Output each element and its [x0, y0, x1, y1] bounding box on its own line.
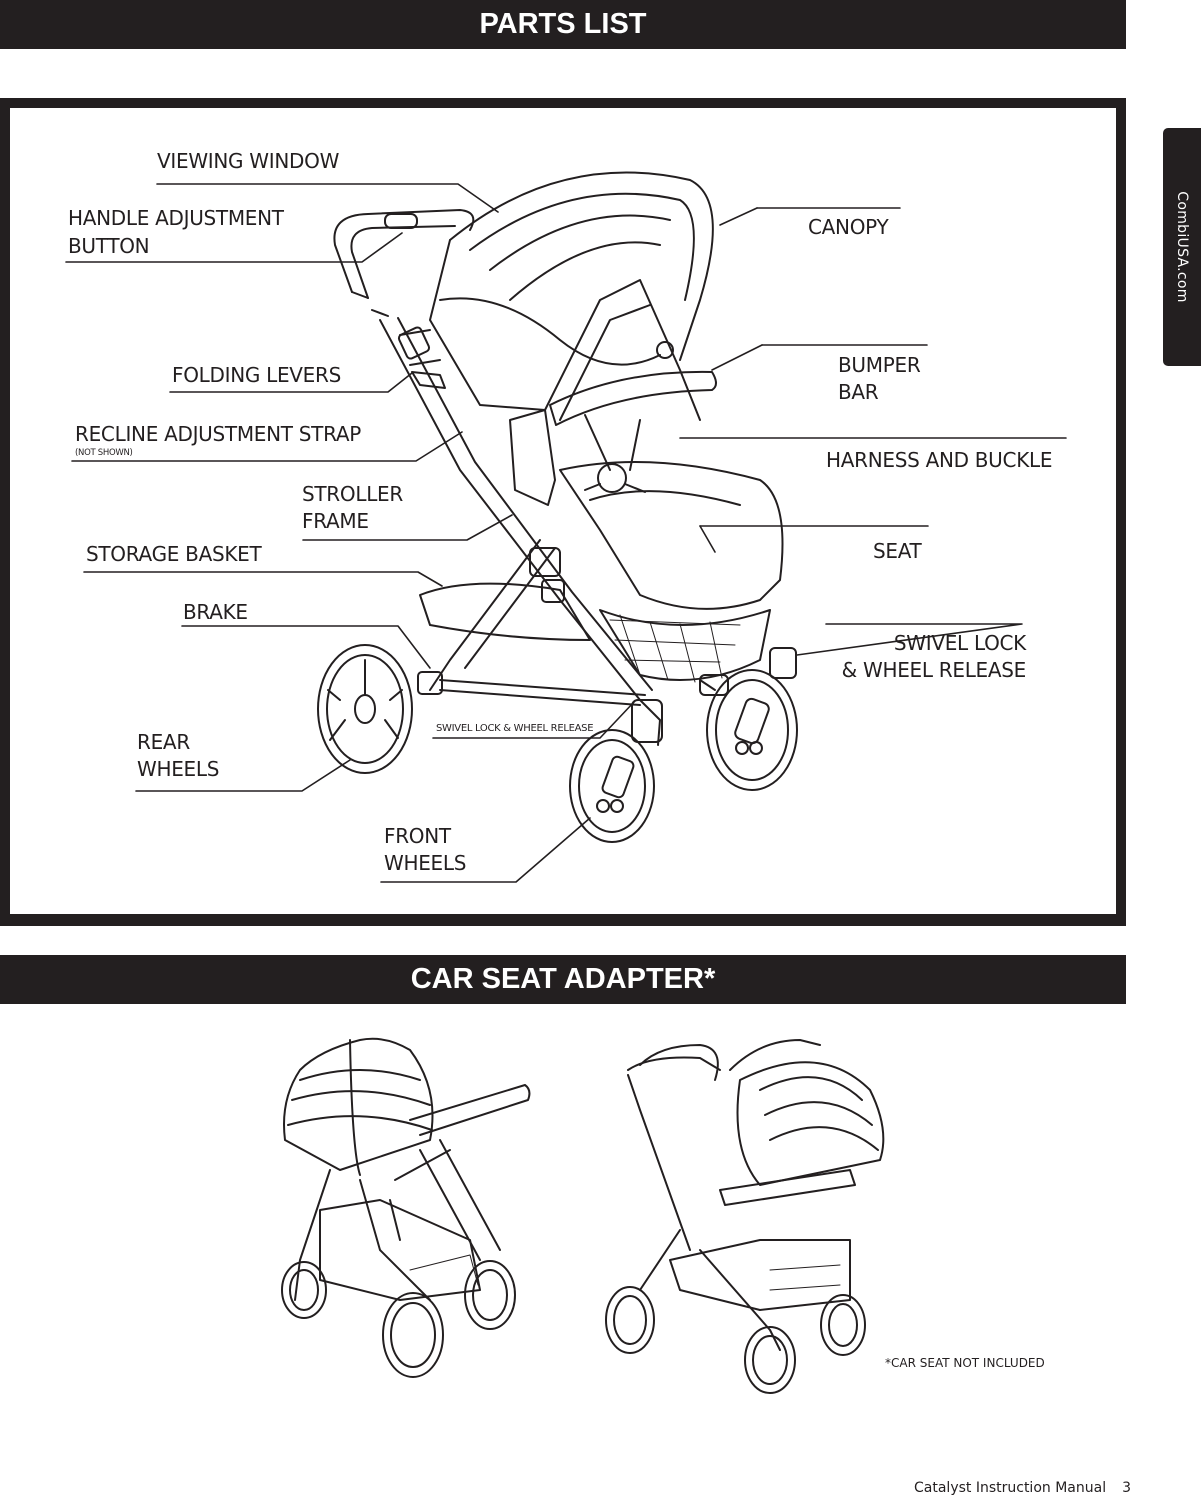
- label-front-wheels-line2: WHEELS: [384, 851, 467, 875]
- car-seat-illustration-left: [281, 1037, 531, 1378]
- label-recline-not-shown: (NOT SHOWN): [75, 448, 133, 458]
- label-viewing-window: VIEWING WINDOW: [157, 149, 340, 173]
- label-stroller-frame-line2: FRAME: [302, 509, 369, 533]
- leader-lines: [65, 183, 1067, 883]
- label-harness-buckle: HARNESS AND BUCKLE: [826, 448, 1053, 472]
- label-stroller-frame-line1: STROLLER: [302, 482, 403, 506]
- parts-diagram-frame: [0, 98, 1126, 926]
- stroller-drawing: [317, 171, 798, 843]
- parts-diagram-panel: [10, 108, 1116, 914]
- parts-list-header: PARTS LIST: [0, 0, 1126, 49]
- label-recline-strap: RECLINE ADJUSTMENT STRAP: [75, 422, 361, 446]
- label-folding-levers: FOLDING LEVERS: [172, 363, 341, 387]
- label-rear-wheels-line1: REAR: [137, 730, 190, 754]
- label-swivel-lock-line2: & WHEEL RELEASE: [841, 658, 1027, 682]
- label-storage-basket: STORAGE BASKET: [86, 542, 262, 566]
- label-brake: BRAKE: [183, 600, 248, 624]
- page-footer: Catalyst Instruction Manual 3: [914, 1480, 1131, 1496]
- label-rear-wheels-line2: WHEELS: [137, 757, 220, 781]
- label-canopy: CANOPY: [808, 215, 889, 239]
- label-handle-adjustment-line1: HANDLE ADJUSTMENT: [68, 206, 284, 230]
- label-handle-adjustment-line2: BUTTON: [68, 234, 150, 258]
- website-side-tab[interactable]: CombiUSA.com: [1163, 128, 1201, 366]
- label-seat: SEAT: [873, 539, 922, 563]
- label-front-wheels-line1: FRONT: [384, 824, 451, 848]
- car-seat-illustration-right: [605, 1039, 885, 1394]
- car-seat-not-included-note: *CAR SEAT NOT INCLUDED: [885, 1356, 1045, 1370]
- label-swivel-lock-small: SWIVEL LOCK & WHEEL RELEASE: [436, 723, 594, 734]
- label-swivel-lock-line1: SWIVEL LOCK: [893, 631, 1026, 655]
- label-bumper-bar-line2: BAR: [838, 380, 879, 404]
- car-seat-adapter-header: CAR SEAT ADAPTER*: [0, 955, 1126, 1004]
- label-bumper-bar-line1: BUMPER: [838, 353, 921, 377]
- page-number: 3: [1122, 1480, 1132, 1496]
- manual-title: Catalyst Instruction Manual: [914, 1480, 1107, 1496]
